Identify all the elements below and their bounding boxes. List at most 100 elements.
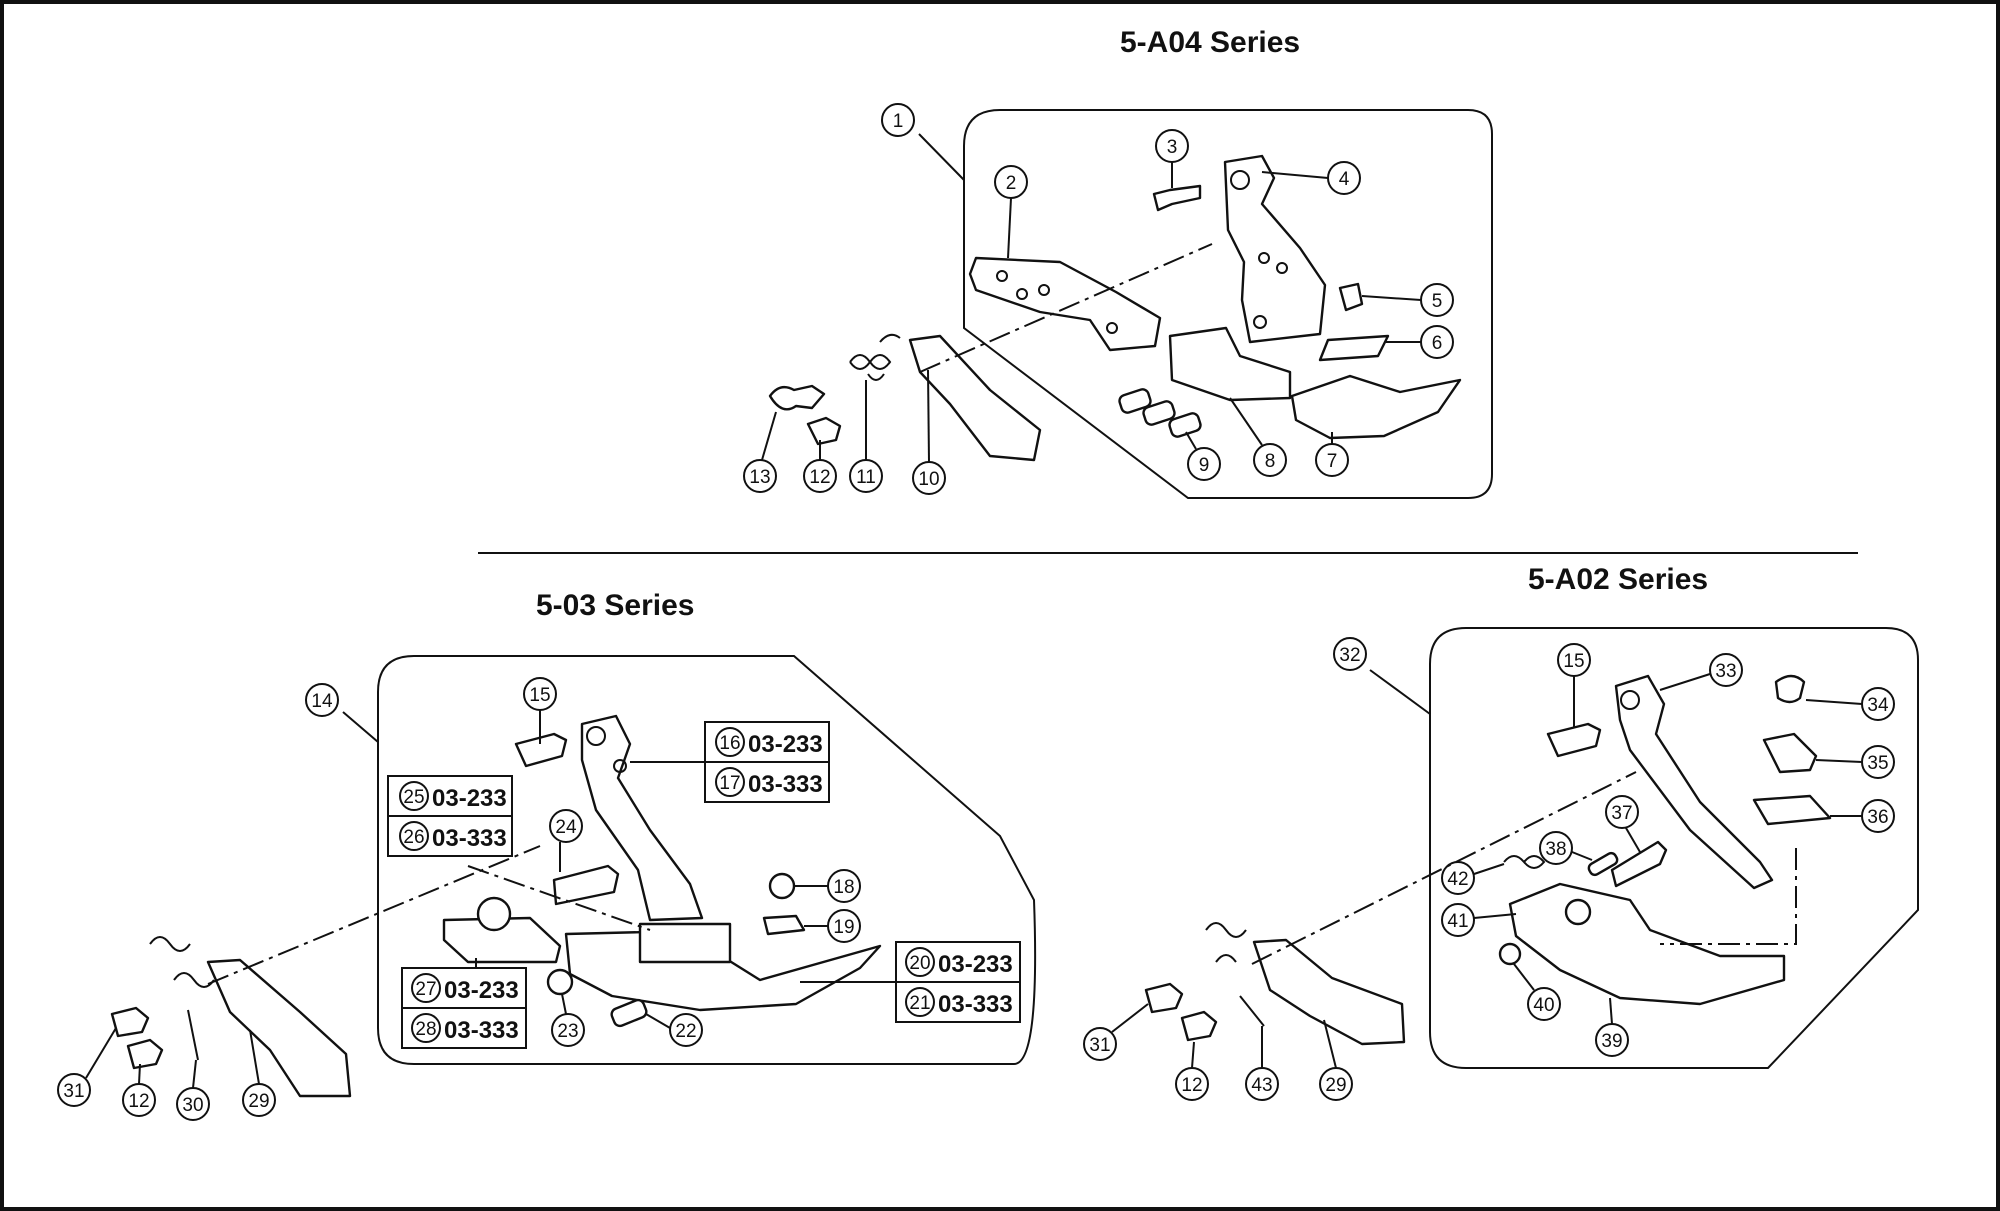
part-36-plate xyxy=(1752,794,1832,826)
svg-text:8: 8 xyxy=(1265,451,1276,472)
svg-text:22: 22 xyxy=(675,1021,696,1042)
svg-text:16: 16 xyxy=(719,733,740,754)
svg-text:36: 36 xyxy=(1867,807,1888,828)
axis-line-03b xyxy=(467,865,651,931)
svg-text:39: 39 xyxy=(1601,1031,1622,1052)
callout-29b: 29 xyxy=(1319,1019,1353,1101)
svg-text:12: 12 xyxy=(1181,1075,1202,1096)
svg-text:03-233: 03-233 xyxy=(444,977,519,1004)
svg-text:32: 32 xyxy=(1339,645,1360,666)
svg-text:15: 15 xyxy=(1563,651,1584,672)
svg-text:21: 21 xyxy=(909,993,930,1014)
part-37-screw xyxy=(1610,840,1668,888)
svg-text:03-333: 03-333 xyxy=(444,1017,519,1044)
part-16-bar xyxy=(580,714,704,922)
part-42-spring xyxy=(1503,855,1546,869)
title-5-a02: 5-A02 Series xyxy=(1528,563,1708,596)
svg-text:17: 17 xyxy=(719,773,740,794)
callout-24: 24 xyxy=(549,809,583,872)
axis-line-a02b xyxy=(1660,848,1797,945)
part-2-plate xyxy=(968,256,1162,352)
svg-text:03-333: 03-333 xyxy=(748,771,823,798)
title-5-a04: 5-A04 Series xyxy=(1120,26,1300,59)
part-24-screw xyxy=(552,864,620,906)
svg-text:18: 18 xyxy=(833,877,854,898)
svg-text:28: 28 xyxy=(415,1019,436,1040)
title-5-03: 5-03 Series xyxy=(536,589,694,622)
svg-text:03-233: 03-233 xyxy=(748,731,823,758)
axis-line-a02 xyxy=(1251,771,1637,965)
svg-text:29: 29 xyxy=(248,1091,269,1112)
assembly-box-5-a04 xyxy=(963,109,1493,499)
part-31-screw xyxy=(110,1006,150,1038)
part-43-spring xyxy=(1205,922,1265,1027)
group-5-a02: 32 15 33 34 35 36 37 38 42 41 40 39 29 4… xyxy=(1083,627,1919,1101)
callout-2: 2 xyxy=(994,165,1028,259)
callout-35: 35 xyxy=(1815,745,1895,779)
callout-11: 11 xyxy=(849,380,883,493)
part-40-nut xyxy=(1498,942,1522,966)
callout-36: 36 xyxy=(1830,799,1895,833)
svg-text:24: 24 xyxy=(555,817,577,838)
svg-text:13: 13 xyxy=(749,467,770,488)
part-7-foot xyxy=(1290,374,1462,440)
part-30-spring xyxy=(149,936,215,1061)
svg-text:31: 31 xyxy=(1089,1035,1110,1056)
svg-text:29: 29 xyxy=(1325,1075,1346,1096)
callout-6: 6 xyxy=(1386,325,1454,359)
svg-text:20: 20 xyxy=(909,953,930,974)
part-18-screw xyxy=(768,872,796,900)
part-foot-block xyxy=(638,922,732,964)
svg-text:30: 30 xyxy=(182,1095,203,1116)
svg-text:33: 33 xyxy=(1715,661,1736,682)
svg-text:2: 2 xyxy=(1006,173,1017,194)
callout-5: 5 xyxy=(1361,283,1454,317)
svg-text:42: 42 xyxy=(1447,869,1468,890)
svg-text:41: 41 xyxy=(1447,911,1468,932)
callout-30: 30 xyxy=(176,1059,210,1121)
part-12c-screw xyxy=(1180,1010,1218,1042)
callout-33: 33 xyxy=(1659,653,1743,691)
svg-text:38: 38 xyxy=(1545,839,1566,860)
callout-12: 12 xyxy=(803,440,837,493)
callout-41: 41 xyxy=(1441,903,1517,937)
svg-text:34: 34 xyxy=(1867,695,1889,716)
svg-text:03-233: 03-233 xyxy=(938,951,1013,978)
part-22-pin xyxy=(610,998,648,1028)
part-31b-screw xyxy=(1144,982,1184,1014)
callout-8: 8 xyxy=(1229,397,1287,477)
assembly-box-5-a02 xyxy=(1429,627,1919,1069)
part-23-nut xyxy=(546,968,574,996)
part-8-block xyxy=(1168,326,1292,402)
svg-text:26: 26 xyxy=(403,827,424,848)
part-29-lifter xyxy=(206,958,352,1098)
callout-15b: 15 xyxy=(1557,643,1591,728)
svg-text:4: 4 xyxy=(1339,169,1350,190)
svg-text:7: 7 xyxy=(1327,451,1338,472)
callout-19: 19 xyxy=(804,909,861,943)
part-4-bracket xyxy=(1223,154,1327,344)
code-box-16-17: 16 03-233 17 03-333 xyxy=(630,721,830,803)
code-box-20-21: 20 03-233 21 03-333 xyxy=(800,941,1021,1023)
svg-text:27: 27 xyxy=(415,979,436,1000)
svg-text:3: 3 xyxy=(1167,137,1178,158)
part-12b-screw xyxy=(126,1038,164,1070)
part-9-pin-a xyxy=(1118,388,1152,414)
axis-line-a04 xyxy=(919,243,1213,373)
part-33-bar xyxy=(1614,674,1774,890)
svg-text:11: 11 xyxy=(856,467,876,488)
part-34-screw xyxy=(1774,674,1806,704)
svg-text:12: 12 xyxy=(809,467,830,488)
svg-text:1: 1 xyxy=(893,111,904,132)
svg-text:35: 35 xyxy=(1867,753,1888,774)
part-15-screw-a xyxy=(514,732,568,768)
svg-text:5: 5 xyxy=(1432,291,1443,312)
part-9-pin-b xyxy=(1142,400,1176,426)
group-5-a04: 1 2 3 4 5 6 7 8 9 10 11 12 13 xyxy=(743,103,1493,499)
svg-text:31: 31 xyxy=(63,1081,84,1102)
part-12-screw xyxy=(806,416,842,446)
assembly-box-5-03 xyxy=(377,655,1037,1065)
svg-text:12: 12 xyxy=(128,1091,149,1112)
